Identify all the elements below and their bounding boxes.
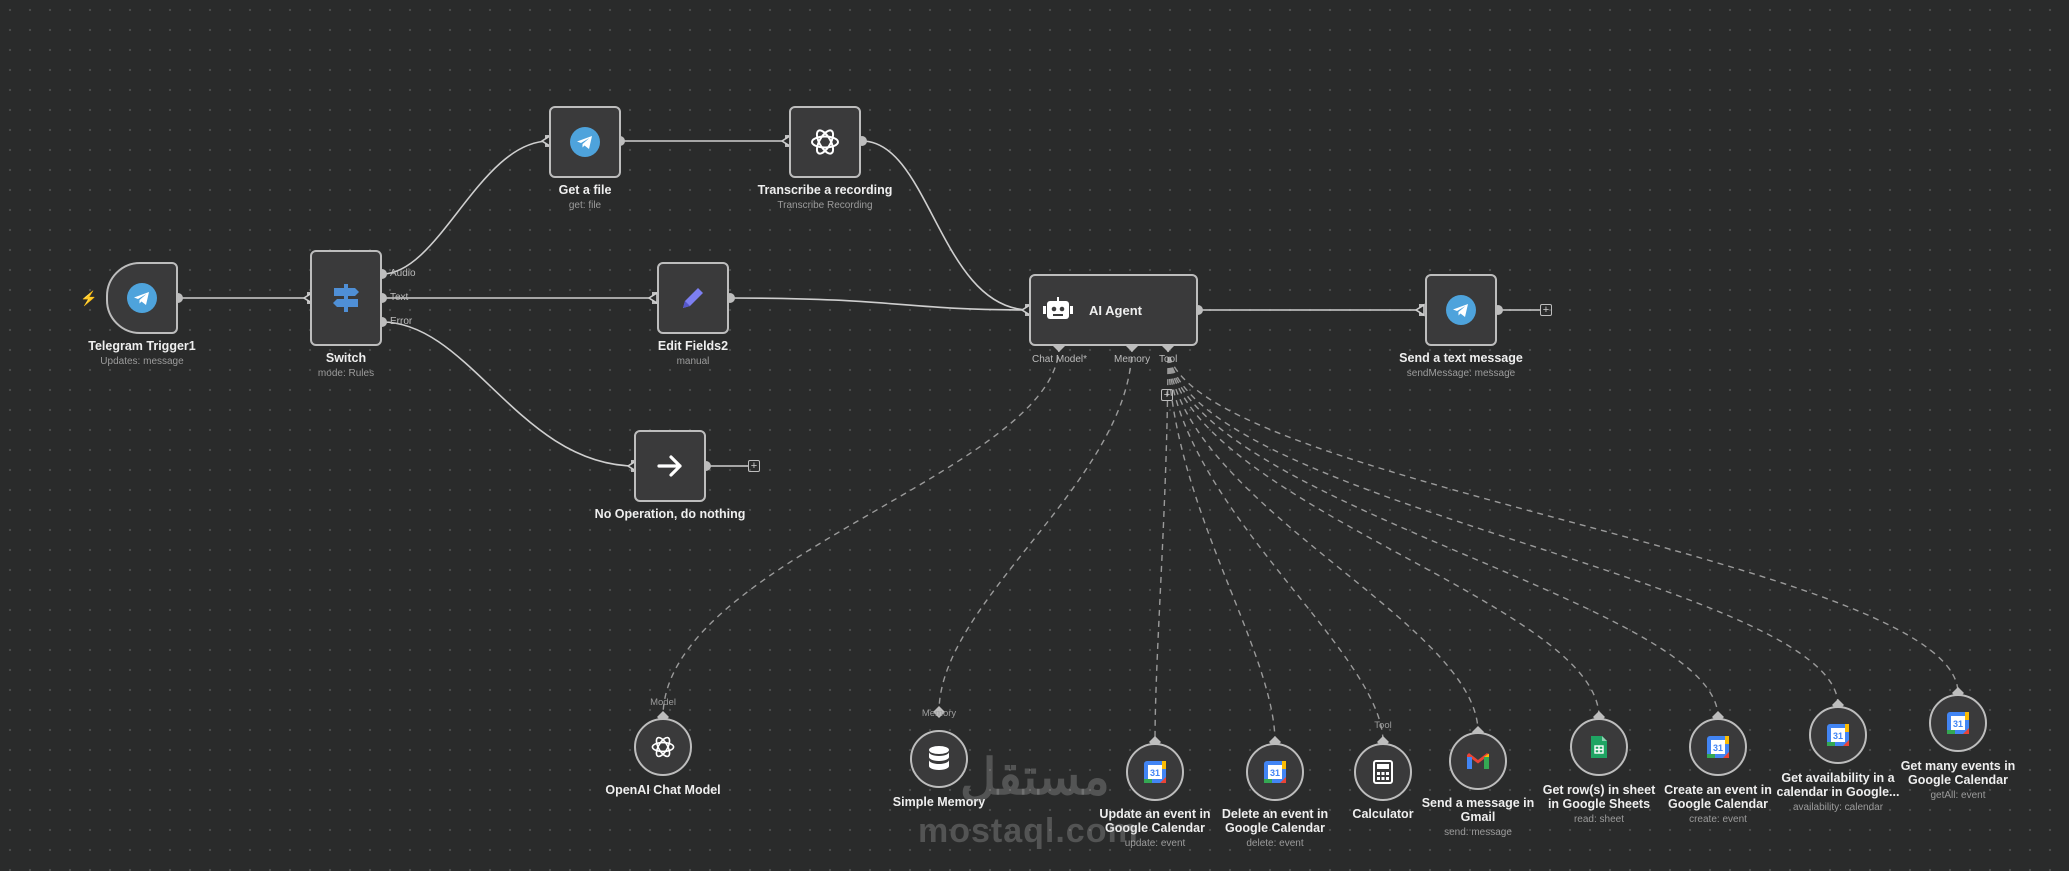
edit-fields-title: Edit Fields2 (657, 339, 729, 353)
get-availability-node[interactable]: 31 (1809, 706, 1867, 764)
update-event-node[interactable]: 31 (1126, 743, 1184, 801)
svg-text:31: 31 (1270, 768, 1280, 778)
no-operation-title: No Operation, do nothing (594, 507, 746, 521)
switch-output-error: Error (390, 316, 413, 327)
tool-connection-label: Tool (1374, 720, 1392, 731)
trigger-bolt-icon: ⚡ (80, 290, 98, 306)
calculator-icon (1373, 760, 1393, 784)
telegram-trigger-node[interactable] (106, 262, 178, 334)
pencil-icon (678, 283, 708, 313)
get-availability-title-1: Get availability in a (1781, 771, 1895, 785)
create-event-title-1: Create an event in (1664, 783, 1772, 797)
no-operation-node[interactable] (634, 430, 706, 502)
openai-chat-model-node[interactable] (634, 718, 692, 776)
create-event-node[interactable]: 31 (1689, 718, 1747, 776)
get-rows-node[interactable] (1570, 718, 1628, 776)
arrow-right-icon (655, 451, 685, 481)
delete-event-node[interactable]: 31 (1246, 743, 1304, 801)
delete-event-title-1: Delete an event in (1221, 807, 1329, 821)
edit-fields-node[interactable] (657, 262, 729, 334)
add-after-send-button[interactable]: + (1540, 304, 1552, 316)
telegram-trigger-subtitle: Updates: message (100, 356, 184, 367)
google-calendar-icon: 31 (1946, 711, 1970, 735)
get-many-events-title-1: Get many events in (1900, 759, 2016, 773)
robot-icon (1043, 297, 1073, 323)
database-icon (928, 746, 950, 772)
transcribe-title: Transcribe a recording (757, 183, 893, 197)
send-gmail-title-1: Send a message in (1421, 796, 1535, 810)
send-text-title: Send a text message (1399, 351, 1523, 365)
switch-title: Switch (325, 351, 367, 365)
transcribe-subtitle: Transcribe Recording (777, 200, 873, 211)
google-calendar-icon: 31 (1263, 760, 1287, 784)
memory-connection-label: Memory (921, 708, 957, 719)
gmail-icon (1465, 751, 1491, 771)
telegram-icon (1446, 295, 1476, 325)
svg-text:31: 31 (1953, 719, 1963, 729)
send-text-subtitle: sendMessage: message (1406, 368, 1516, 379)
send-gmail-title-2: Gmail (1460, 810, 1496, 824)
switch-output-text: Text (390, 292, 409, 303)
openai-icon (809, 126, 841, 158)
get-availability-subtitle: availability: calendar (1792, 802, 1884, 813)
telegram-trigger-title: Telegram Trigger1 (88, 339, 196, 353)
openai-chat-model-title: OpenAI Chat Model (605, 783, 721, 797)
update-event-title-2: Google Calendar (1104, 821, 1206, 835)
get-many-events-title-2: Google Calendar (1907, 773, 2009, 787)
create-event-subtitle: create: event (1689, 814, 1747, 825)
google-calendar-icon: 31 (1706, 735, 1730, 759)
switch-output-audio: Audio (390, 268, 416, 279)
create-event-title-2: Google Calendar (1667, 797, 1769, 811)
get-file-title: Get a file (558, 183, 612, 197)
google-calendar-icon: 31 (1826, 723, 1850, 747)
get-availability-title-2: calendar in Google... (1776, 785, 1900, 799)
watermark-latin: mostaql.com (918, 812, 1139, 850)
add-after-noop-button[interactable]: + (748, 460, 760, 472)
send-text-node[interactable] (1425, 274, 1497, 346)
ai-agent-node[interactable]: AI Agent (1029, 274, 1198, 346)
switch-node[interactable] (310, 250, 382, 346)
get-many-events-node[interactable]: 31 (1929, 694, 1987, 752)
agent-port-memory: Memory (1114, 354, 1151, 365)
telegram-icon (570, 127, 600, 157)
openai-icon (650, 734, 676, 760)
signpost-icon (329, 281, 363, 315)
google-sheets-icon (1590, 735, 1608, 759)
simple-memory-title: Simple Memory (892, 795, 986, 809)
model-connection-label: Model (650, 697, 676, 708)
update-event-subtitle: update: event (1124, 838, 1186, 849)
svg-text:31: 31 (1833, 731, 1843, 741)
watermark-arabic: مستقل (960, 749, 1110, 805)
add-tool-button[interactable]: + (1161, 389, 1173, 401)
get-rows-title-1: Get row(s) in sheet (1542, 783, 1656, 797)
telegram-icon (127, 283, 157, 313)
delete-event-title-2: Google Calendar (1224, 821, 1326, 835)
get-many-events-subtitle: getAll: event (1930, 790, 1986, 801)
get-rows-subtitle: read: sheet (1573, 814, 1625, 825)
calculator-title: Calculator (1352, 807, 1414, 821)
transcribe-node[interactable] (789, 106, 861, 178)
get-rows-title-2: in Google Sheets (1547, 797, 1651, 811)
send-gmail-node[interactable] (1449, 732, 1507, 790)
agent-port-chat-model: Chat Model* (1032, 354, 1088, 365)
simple-memory-node[interactable] (910, 730, 968, 788)
update-event-title-1: Update an event in (1099, 807, 1211, 821)
svg-text:31: 31 (1150, 768, 1160, 778)
google-calendar-icon: 31 (1143, 760, 1167, 784)
ai-agent-title: AI Agent (1089, 302, 1142, 318)
agent-port-tool: Tool (1159, 354, 1178, 365)
edit-fields-subtitle: manual (676, 356, 710, 367)
get-file-subtitle: get: file (568, 200, 602, 211)
get-file-node[interactable] (549, 106, 621, 178)
delete-event-subtitle: delete: event (1246, 838, 1304, 849)
calculator-node[interactable] (1354, 743, 1412, 801)
switch-subtitle: mode: Rules (317, 368, 375, 379)
send-gmail-subtitle: send: message (1444, 827, 1512, 838)
svg-text:31: 31 (1713, 743, 1723, 753)
